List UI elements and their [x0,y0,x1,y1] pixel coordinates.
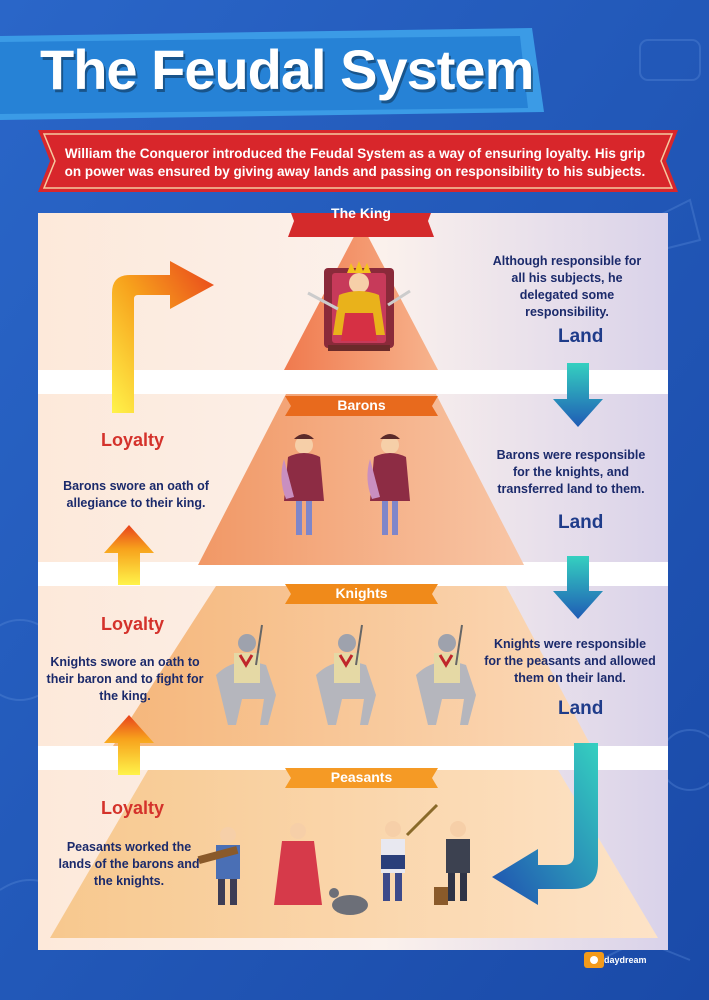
land-arrow-3 [492,743,598,905]
barons-oath-text: Barons swore an oath of allegiance to th… [63,479,209,510]
loyalty-arrow-2 [104,525,154,585]
pyramid-panel [38,213,668,950]
tier-barons [198,394,524,565]
tier-label-knights: Knights [335,585,388,601]
peasants-work-text: Peasants worked the lands of the barons … [58,840,200,888]
land-arrow-1 [553,363,603,427]
page-title: The Feudal System [40,38,534,101]
knights-oath-text: Knights swore an oath to their baron and… [46,655,204,703]
peasants-illustration [197,803,470,915]
daydream-logo-icon [584,952,604,968]
land-label-1: Land [558,326,604,347]
king-description: Although responsible for all his subject… [492,254,642,319]
land-arrow-2 [553,556,603,619]
knights-illustration [216,624,476,725]
king-illustration [307,261,411,351]
knights-description: Knights were responsible for the peasant… [484,637,656,685]
loyalty-arrow-top [112,261,214,413]
barons-description: Barons were responsible for the knights,… [496,448,646,496]
tier-label-king: The King [331,205,391,221]
tier-peasants [50,770,658,938]
intro-banner [38,130,678,192]
tier-label-barons: Barons [337,397,386,413]
tier-label-peasants: Peasants [330,769,393,785]
title-banner [0,28,544,120]
intro-text: William the Conqueror introduced the Feu… [64,146,646,179]
land-label-3: Land [558,698,604,719]
land-label-2: Land [558,512,604,533]
loyalty-label-1: Loyalty [101,430,165,450]
loyalty-arrow-3 [104,715,154,775]
logo-text: daydream [604,955,647,965]
loyalty-label-3: Loyalty [101,798,165,818]
barons-illustration [281,434,410,535]
loyalty-label-2: Loyalty [101,614,165,634]
